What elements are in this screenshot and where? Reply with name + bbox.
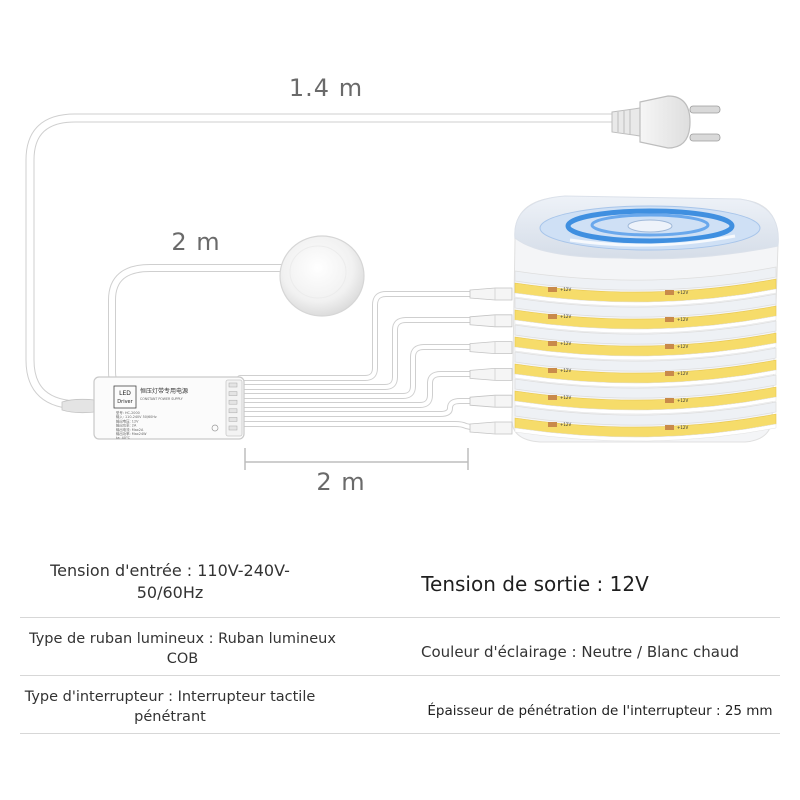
controller-subtitle: CONSTANT POWER SUPPLY — [140, 397, 183, 401]
row-divider — [20, 617, 780, 618]
product-illustration: LED Driver 恒压灯带专用电源 CONSTANT POWER SUPPL… — [25, 74, 779, 496]
output-port — [228, 425, 238, 431]
controller-spec-line: 型号: HC-2000 — [116, 410, 140, 415]
power-plug — [611, 95, 721, 149]
controller-spec-line: 输出功率: 2A — [116, 423, 137, 428]
copper-pad — [548, 395, 557, 400]
controller-spec-line: 输出电压: 12V — [116, 418, 139, 423]
strip-voltage-mark: +12V — [560, 287, 571, 292]
copper-pad — [665, 371, 674, 376]
led-strip-layer: +12V +12V — [514, 293, 777, 334]
output-port — [228, 408, 238, 414]
output-port — [228, 417, 238, 422]
strip-voltage-mark: +12V — [560, 314, 571, 319]
specifications-table: Tension d'entrée : 110V-240V- 50/60Hz Te… — [0, 548, 800, 734]
strip-voltage-mark: +12V — [677, 317, 688, 322]
output-cables — [237, 291, 478, 431]
spec-strip-type: Type de ruban lumineux : Ruban lumineux … — [29, 631, 336, 667]
strip-voltage-mark: +12V — [677, 344, 688, 349]
copper-pad — [548, 341, 557, 346]
strip-connector — [469, 287, 513, 301]
led-strip-layer: +12V +12V — [514, 401, 777, 442]
strip-cable-length-label: 2 m — [316, 468, 365, 496]
sensor-cable — [108, 264, 290, 394]
copper-pad — [665, 344, 674, 349]
strip-voltage-mark: +12V — [560, 422, 571, 427]
controller-spec-line: 输出功率: Max24W — [116, 431, 147, 436]
reel-inner-blue — [565, 208, 735, 244]
strip-voltage-mark: +12V — [677, 398, 688, 403]
copper-pad — [548, 287, 557, 292]
copper-pad — [548, 368, 557, 373]
output-port — [228, 399, 238, 405]
controller-brand-line1: LED — [119, 390, 131, 397]
row-divider — [20, 733, 780, 734]
strip-voltage-mark: +12V — [560, 368, 571, 373]
strip-connector — [469, 341, 513, 354]
touch-sensor — [279, 235, 365, 317]
row-divider — [20, 675, 780, 676]
sensor-cable-length-label: 2 m — [171, 228, 220, 256]
led-strip-reels: +12V+12V+12V+12V+12V+12V+12V+12V+12V+12V… — [511, 195, 779, 443]
strip-voltage-mark: +12V — [560, 395, 571, 400]
output-port — [228, 382, 238, 388]
controller-box: LED Driver 恒压灯带专用电源 CONSTANT POWER SUPPL… — [61, 376, 245, 440]
spec-row-voltage: Tension d'entrée : 110V-240V- 50/60Hz Te… — [0, 548, 800, 618]
spec-switch-type: Type d'interrupteur : Interrupteur tacti… — [24, 689, 316, 725]
strip-voltage-mark: +12V — [560, 341, 571, 346]
copper-pad — [548, 422, 557, 427]
spec-output-voltage: Tension de sortie : 12V — [421, 572, 649, 596]
led-strip-layer: +12V +12V — [514, 347, 777, 388]
copper-pad — [665, 398, 674, 403]
controller-brand-line2: Driver — [117, 399, 133, 405]
led-strip-layer: +12V +12V — [514, 266, 777, 307]
strip-voltage-mark: +12V — [677, 425, 688, 430]
strip-connectors — [469, 287, 513, 435]
led-strip-layer: +12V +12V — [514, 374, 777, 415]
controller-spec-line: 输入: 110-240V 50/60Hz — [116, 414, 157, 419]
strip-voltage-mark: +12V — [677, 290, 688, 295]
output-port — [228, 391, 238, 396]
strip-connector — [469, 394, 513, 408]
controller-title: 恒压灯带专用电源 — [140, 387, 188, 395]
copper-pad — [665, 317, 674, 322]
controller-spec-line: ta: 40°C — [116, 436, 131, 440]
spec-light-color: Couleur d'éclairage : Neutre / Blanc cha… — [421, 643, 739, 661]
strip-connector — [469, 314, 513, 328]
copper-pad — [665, 290, 674, 295]
strip-connector — [469, 368, 513, 381]
spec-switch-thickness: Épaisseur de pénétration de l'interrupte… — [427, 703, 773, 719]
strip-connector — [469, 421, 513, 435]
led-strip-layer: +12V +12V — [514, 320, 777, 361]
power-cable-length-label: 1.4 m — [289, 74, 363, 102]
spec-row-type: Type de ruban lumineux : Ruban lumineux … — [0, 618, 800, 676]
controller-spec-line: 输出电流: Max2A — [116, 427, 144, 432]
strip-voltage-mark: +12V — [677, 371, 688, 376]
spec-input-voltage: Tension d'entrée : 110V-240V- 50/60Hz — [50, 561, 290, 602]
strip-cable-dimension — [244, 448, 469, 470]
copper-pad — [665, 425, 674, 430]
copper-pad — [548, 314, 557, 319]
power-cable — [25, 113, 625, 410]
spec-row-switch: Type d'interrupteur : Interrupteur tacti… — [0, 676, 800, 734]
